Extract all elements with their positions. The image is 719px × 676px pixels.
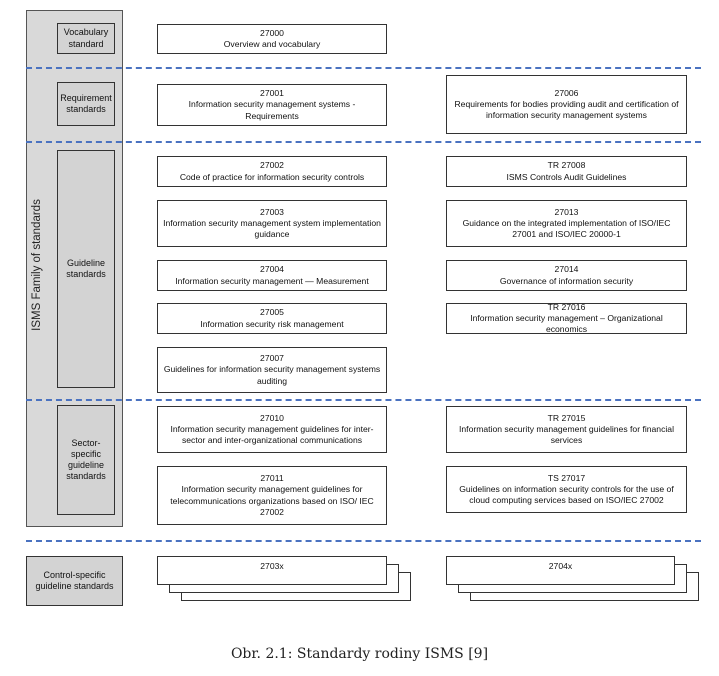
standard-title: Overview and vocabulary bbox=[223, 39, 321, 49]
section-divider bbox=[26, 540, 701, 542]
standard-series-2703x: 2703x bbox=[157, 556, 387, 585]
standard-27007: 27007 Guidelines for information securit… bbox=[157, 347, 387, 393]
standard-title: ISMS Controls Audit Guidelines bbox=[506, 171, 627, 182]
standard-title: Information security management – Organi… bbox=[470, 312, 663, 335]
standard-code: 27006 bbox=[554, 87, 579, 98]
section-divider bbox=[26, 141, 701, 143]
standard-27000: 27000 Overview and vocabulary bbox=[157, 24, 387, 54]
standard-title: Guidelines on information security contr… bbox=[459, 483, 674, 506]
standard-tr27008: TR 27008 ISMS Controls Audit Guidelines bbox=[446, 156, 687, 187]
standard-code: 27004 bbox=[260, 264, 284, 275]
standard-27003: 27003 Information security management sy… bbox=[157, 200, 387, 247]
standard-code: 2703x bbox=[260, 561, 284, 571]
standard-code: TS 27017 bbox=[547, 472, 586, 483]
section-divider bbox=[26, 67, 701, 69]
category-requirement: Requirement standards bbox=[57, 82, 115, 126]
standard-title: Information security management systems … bbox=[188, 99, 356, 121]
standard-27006: 27006 Requirements for bodies providing … bbox=[446, 75, 687, 134]
category-control: Control-specific guideline standards bbox=[26, 556, 123, 606]
isms-family-label: ISMS Family of standards bbox=[31, 199, 43, 331]
standard-title: Requirements for bodies providing audit … bbox=[454, 98, 679, 121]
standard-code: 27003 bbox=[260, 206, 284, 217]
standard-title: Information security management guidelin… bbox=[170, 484, 374, 517]
standard-code: 27000 bbox=[260, 27, 284, 38]
standard-27010: 27010 Information security management gu… bbox=[157, 406, 387, 453]
standard-series-2704x: 2704x bbox=[446, 556, 675, 585]
standard-title: Governance of information security bbox=[499, 275, 634, 286]
category-vocabulary: Vocabulary standard bbox=[57, 23, 115, 54]
standard-title: Guidelines for information security mana… bbox=[163, 364, 381, 386]
standard-title: Information security risk management bbox=[200, 318, 344, 329]
standard-title: Code of practice for information securit… bbox=[179, 171, 365, 182]
standard-code: 27010 bbox=[260, 412, 284, 423]
standard-tr27015: TR 27015 Information security management… bbox=[446, 406, 687, 453]
standard-code: 27001 bbox=[260, 88, 284, 99]
standard-27013: 27013 Guidance on the integrated impleme… bbox=[446, 200, 687, 247]
standard-title: Information security management guidelin… bbox=[459, 423, 674, 446]
standard-27004: 27004 Information security management — … bbox=[157, 260, 387, 291]
category-guideline: Guideline standards bbox=[57, 150, 115, 388]
standard-27014: 27014 Governance of information security bbox=[446, 260, 687, 291]
standard-code: 2704x bbox=[548, 561, 573, 571]
standard-27011: 27011 Information security management gu… bbox=[157, 466, 387, 525]
standard-tr27016: TR 27016 Information security management… bbox=[446, 301, 687, 335]
standard-title: Information security management system i… bbox=[163, 217, 381, 240]
standard-title: Information security management guidelin… bbox=[170, 423, 374, 446]
standard-code: 27002 bbox=[260, 160, 284, 171]
standard-code: TR 27016 bbox=[547, 301, 586, 312]
category-sector: Sector-specific guideline standards bbox=[57, 405, 115, 515]
standard-27005: 27005 Information security risk manageme… bbox=[157, 303, 387, 334]
figure-caption: Obr. 2.1: Standardy rodiny ISMS [9] bbox=[230, 646, 489, 662]
standard-code: 27014 bbox=[554, 264, 579, 275]
section-divider bbox=[26, 399, 701, 401]
standard-title: Information security management — Measur… bbox=[175, 275, 369, 286]
standard-code: 27005 bbox=[260, 307, 284, 318]
standard-ts27017: TS 27017 Guidelines on information secur… bbox=[446, 466, 687, 513]
standard-27001: 27001 Information security management sy… bbox=[157, 84, 387, 126]
standard-code: TR 27008 bbox=[547, 160, 586, 171]
standard-code: 27007 bbox=[260, 353, 284, 364]
standard-code: 27011 bbox=[260, 473, 284, 484]
standard-title: Guidance on the integrated implementatio… bbox=[462, 217, 671, 240]
standard-code: 27013 bbox=[554, 206, 579, 217]
standard-code: TR 27015 bbox=[547, 412, 586, 423]
standard-27002: 27002 Code of practice for information s… bbox=[157, 156, 387, 187]
